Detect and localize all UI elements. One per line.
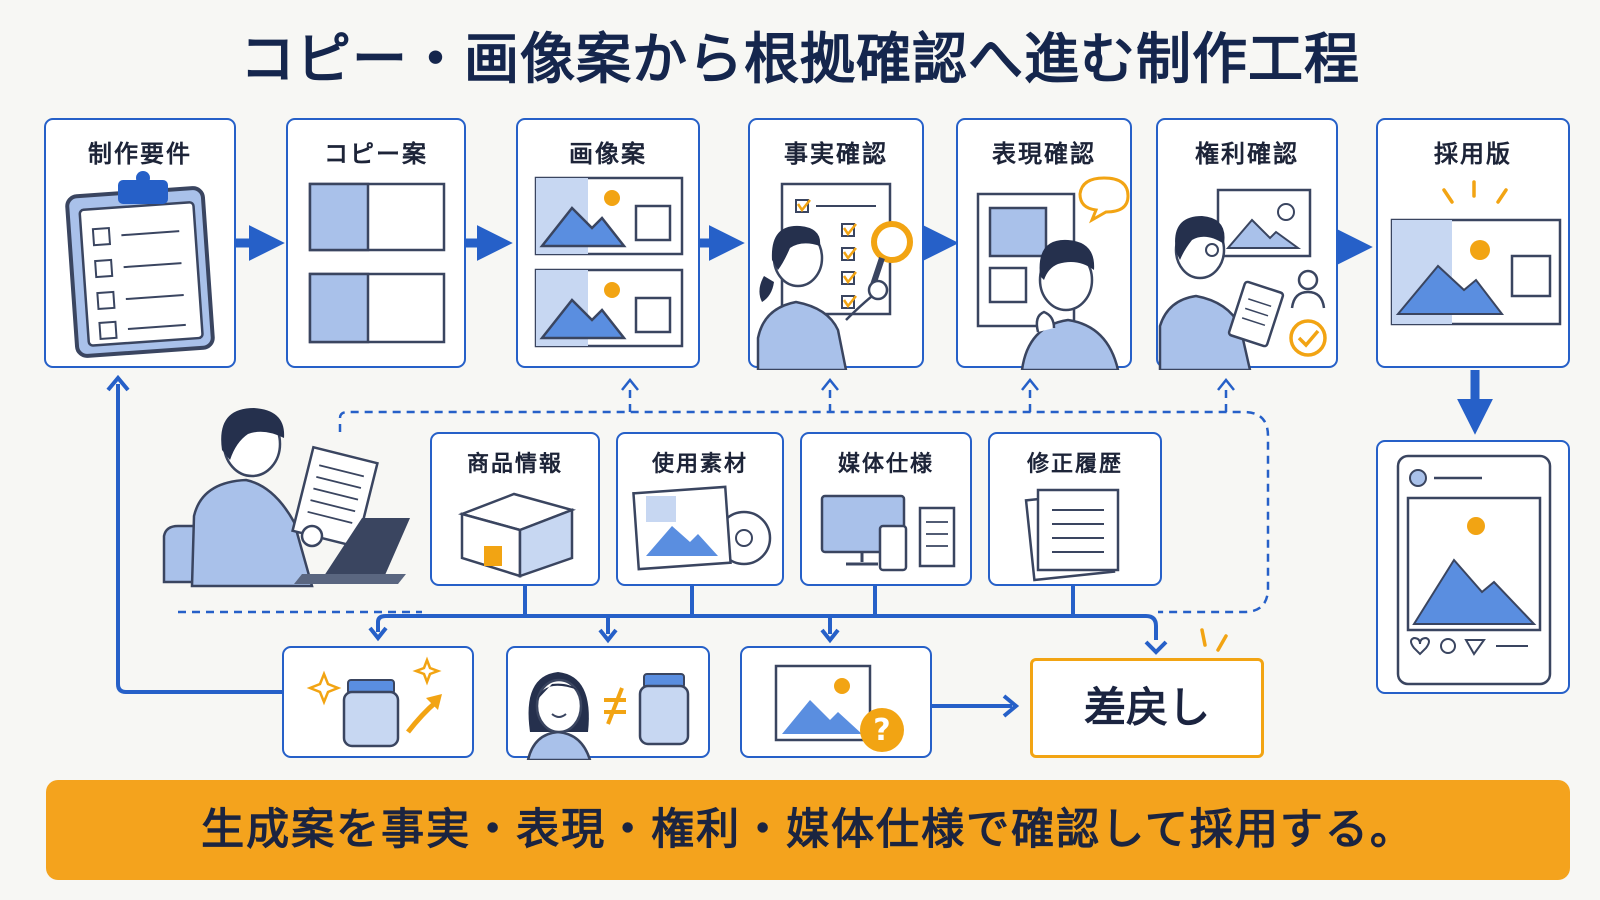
person-not-equal-product-icon bbox=[526, 672, 690, 760]
exaggerated-product-claim-icon bbox=[306, 656, 442, 748]
reference-up-arrows bbox=[621, 377, 1235, 391]
step-card-requirements: 制作要件 bbox=[44, 118, 236, 368]
person-laptop-icon bbox=[162, 408, 410, 588]
social-post-preview-icon bbox=[1396, 454, 1552, 686]
person-clipboard-rights-icon bbox=[1158, 188, 1327, 370]
image-drafts-icon bbox=[534, 176, 684, 348]
step-label: 画像案 bbox=[569, 140, 647, 168]
step-card-final-version: 採用版 bbox=[1376, 118, 1570, 368]
svg-text:?: ? bbox=[873, 713, 890, 748]
clipboard-checklist-icon bbox=[65, 171, 215, 358]
devices-icon bbox=[820, 494, 956, 572]
info-label: 修正履歴 bbox=[1026, 452, 1123, 477]
reject-box: 差戻し bbox=[1030, 658, 1264, 758]
step-card-fact-check: 事実確認 bbox=[748, 118, 924, 370]
step-label: 制作要件 bbox=[88, 140, 192, 168]
step-label: 権利確認 bbox=[1195, 140, 1299, 168]
image-question-icon: ? bbox=[774, 664, 904, 752]
layout-draft-icon bbox=[308, 182, 446, 344]
issue-card-image-question: ? bbox=[740, 646, 932, 758]
page-title: コピー・画像案から根拠確認へ進む制作工程 bbox=[239, 27, 1360, 91]
info-card-product: 商品情報 bbox=[430, 432, 600, 586]
info-card-media-spec: 媒体仕様 bbox=[800, 432, 972, 586]
step-label: コピー案 bbox=[324, 140, 428, 168]
step-label: 事実確認 bbox=[784, 140, 888, 168]
distribution-lines bbox=[376, 586, 1158, 640]
issue-card-exaggerated-claim bbox=[282, 646, 474, 758]
step-label: 採用版 bbox=[1434, 140, 1512, 168]
info-label: 商品情報 bbox=[466, 452, 563, 477]
issue-card-person-product-mismatch bbox=[506, 646, 710, 760]
step-label: 表現確認 bbox=[992, 140, 1096, 168]
person-magnifier-checklist-icon bbox=[756, 182, 913, 370]
reject-sparkle-icon bbox=[1200, 628, 1228, 652]
info-label: 媒体仕様 bbox=[837, 452, 934, 477]
info-card-revision-history: 修正履歴 bbox=[988, 432, 1162, 586]
info-label: 使用素材 bbox=[651, 452, 748, 477]
photo-disc-icon bbox=[632, 485, 772, 571]
mobile-preview-card bbox=[1376, 440, 1570, 694]
step-card-copy-draft: コピー案 bbox=[286, 118, 466, 368]
person-thinking-speech-icon bbox=[976, 176, 1130, 370]
summary-banner: 生成案を事実・表現・権利・媒体仕様で確認して採用する。 bbox=[46, 780, 1570, 880]
step-card-expression-check: 表現確認 bbox=[956, 118, 1132, 370]
info-card-materials: 使用素材 bbox=[616, 432, 784, 586]
approved-image-icon bbox=[1390, 180, 1562, 326]
step-card-rights-check: 権利確認 bbox=[1156, 118, 1338, 370]
product-box-icon bbox=[458, 492, 576, 578]
step-card-image-draft: 画像案 bbox=[516, 118, 700, 368]
document-stack-icon bbox=[1024, 488, 1120, 582]
